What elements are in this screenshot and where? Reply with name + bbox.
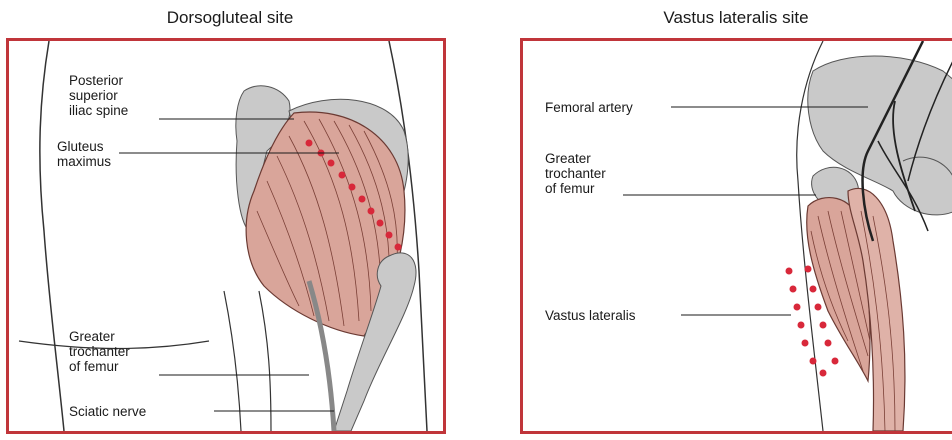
femoral-artery-label: Femoral artery bbox=[545, 100, 633, 115]
greater-trochanter-label-right: Greater trochanter of femur bbox=[545, 151, 606, 196]
vastus-lateralis-title: Vastus lateralis site bbox=[520, 8, 952, 28]
dorsogluteal-title: Dorsogluteal site bbox=[10, 8, 450, 28]
posterior-superior-iliac-spine-label: Posterior superior iliac spine bbox=[69, 73, 128, 118]
dorsogluteal-panel: Posterior superior iliac spine Gluteus m… bbox=[6, 38, 446, 434]
vastus-lateralis-label: Vastus lateralis bbox=[545, 308, 636, 323]
sciatic-nerve-label: Sciatic nerve bbox=[69, 404, 146, 419]
greater-trochanter-label-left: Greater trochanter of femur bbox=[69, 329, 130, 374]
gluteus-maximus-label: Gluteus maximus bbox=[57, 139, 111, 169]
vastus-lateralis-panel: Femoral artery Greater trochanter of fem… bbox=[520, 38, 952, 434]
